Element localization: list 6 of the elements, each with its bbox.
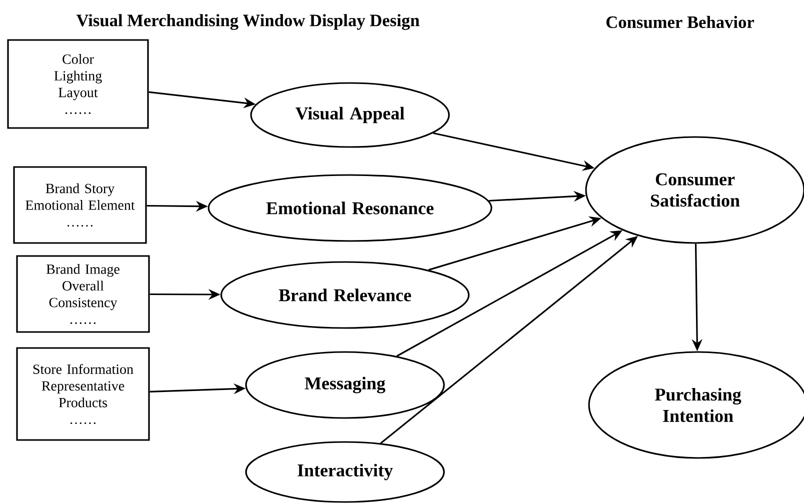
factor-box: Brand Story Emotional Element …… <box>13 166 147 244</box>
factor-box: Color Lighting Layout …… <box>7 39 149 129</box>
factor-box: Brand Image Overall Consistency …… <box>16 255 150 333</box>
section-heading: Visual Merchandising Window Display Design <box>76 14 420 30</box>
section-heading: Consumer Behavior <box>606 16 754 28</box>
factor-box: Store Information Representative Products …… <box>16 347 150 441</box>
